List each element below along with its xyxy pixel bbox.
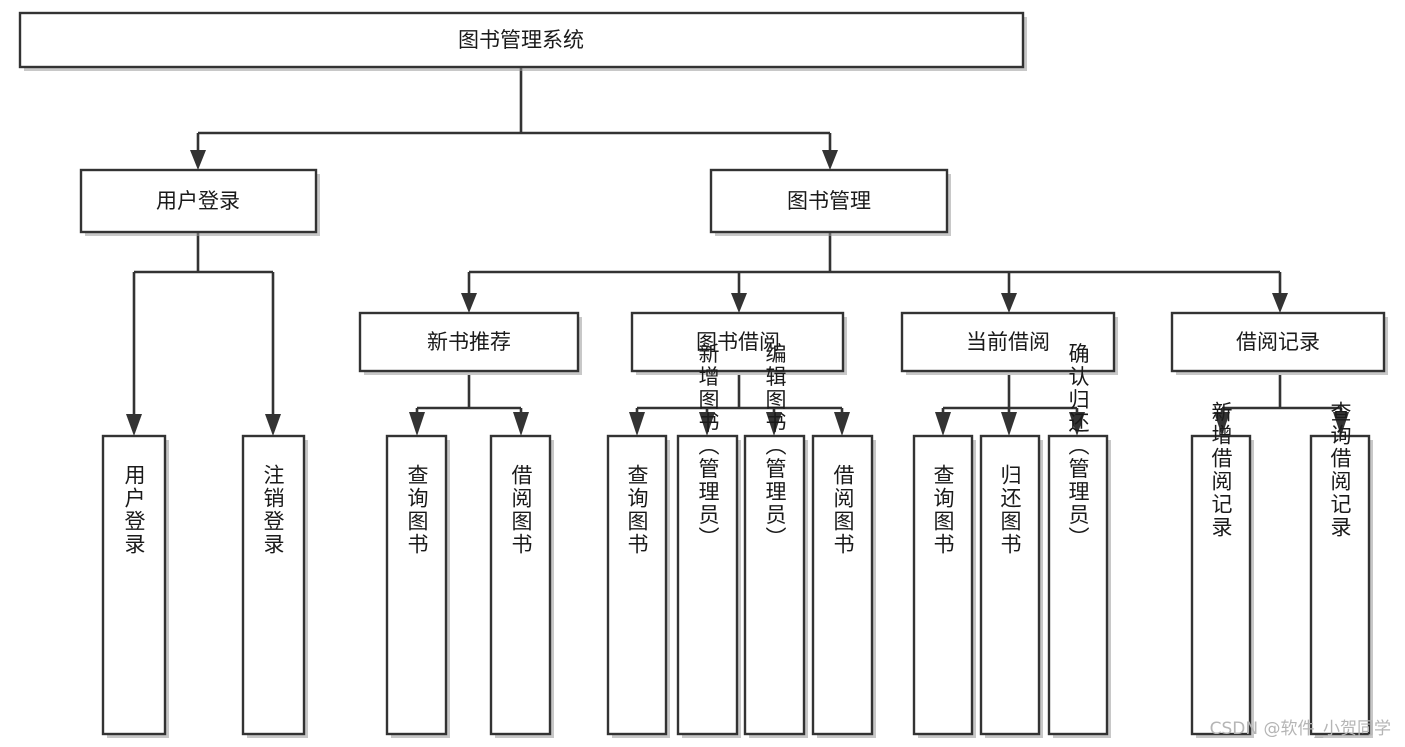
edges-layer: [126, 67, 1349, 436]
arrow-leaf-add-record: [1214, 412, 1230, 436]
arrow-book-borrow: [731, 293, 747, 313]
leaf-query-record-box: [1309, 434, 1371, 736]
leaf-query-book-1-label: 查询图书: [405, 464, 429, 556]
arrow-leaf-query-book-2: [629, 412, 645, 436]
leaf-user-login-box: [101, 434, 167, 736]
leaf-borrow-book-1-label: 借阅图书: [509, 464, 533, 556]
csdn-watermark: CSDN @软件_小贺同学: [1209, 719, 1391, 739]
leaf-return-book-box: [979, 434, 1041, 736]
arrow-leaf-edit-book: [766, 412, 782, 436]
leaf-query-book-1-box: [385, 434, 448, 736]
leaf-borrow-book-2-label: 借阅图书: [831, 464, 855, 556]
book-manage-box: [709, 168, 949, 234]
leaf-return-book-label: 归还图书: [998, 464, 1022, 556]
node-leaf-query-book-1[interactable]: 查询图书: [385, 434, 450, 738]
book-borrow-box: [630, 311, 845, 373]
current-borrow-box: [900, 311, 1116, 373]
node-leaf-borrow-book-1[interactable]: 借阅图书: [489, 434, 554, 738]
arrow-leaf-query-book-1: [409, 412, 425, 436]
arrow-leaf-borrow-book-2: [834, 412, 850, 436]
leaf-query-book-3-box: [912, 434, 974, 736]
current-borrow-label: 当前借阅: [966, 330, 1050, 354]
node-user-login[interactable]: 用户登录: [79, 168, 320, 236]
node-leaf-add-record[interactable]: 新增借阅记录: [1190, 401, 1254, 738]
leaf-query-record-label: 查询借阅记录: [1328, 401, 1352, 539]
node-book-borrow[interactable]: 图书借阅: [630, 311, 847, 375]
borrow-record-box: [1170, 311, 1386, 373]
arrow-leaf-confirm-return: [1069, 412, 1085, 436]
arrow-borrow-record: [1272, 293, 1288, 313]
node-leaf-confirm-return[interactable]: 确认归还（管理员）: [1047, 343, 1111, 739]
leaf-query-book-3-label: 查询图书: [931, 464, 955, 556]
leaf-add-record-box: [1190, 434, 1252, 736]
arrow-book-manage: [822, 150, 838, 170]
arrow-new-book-recommend: [461, 293, 477, 313]
leaf-add-book-box: [676, 434, 739, 736]
node-leaf-user-login[interactable]: 用户登录: [101, 434, 169, 738]
new-book-recommend-box: [358, 311, 580, 373]
node-leaf-borrow-book-2[interactable]: 借阅图书: [811, 434, 876, 738]
leaf-confirm-return-label: 确认归还（管理员）: [1066, 343, 1090, 550]
leaf-edit-book-box: [743, 434, 806, 736]
node-leaf-query-book-3[interactable]: 查询图书: [912, 434, 976, 738]
node-root[interactable]: 图书管理系统: [18, 11, 1027, 71]
user-login-box: [79, 168, 318, 234]
node-current-borrow[interactable]: 当前借阅: [900, 311, 1118, 375]
arrow-leaf-return-book: [1001, 412, 1017, 436]
book-borrow-label: 图书借阅: [696, 330, 780, 354]
leaf-borrow-book-1-box: [489, 434, 552, 736]
borrow-record-label: 借阅记录: [1236, 330, 1320, 354]
node-leaf-query-book-2[interactable]: 查询图书: [606, 434, 670, 738]
node-leaf-return-book[interactable]: 归还图书: [979, 434, 1043, 738]
leaf-edit-book-label: 编辑图书（管理员）: [763, 343, 787, 550]
node-book-manage[interactable]: 图书管理: [709, 168, 951, 236]
book-manage-label: 图书管理: [787, 189, 871, 213]
leaf-add-book-label: 新增图书（管理员）: [696, 343, 720, 550]
leaf-query-book-2-label: 查询图书: [625, 464, 649, 556]
node-leaf-user-logout[interactable]: 注销登录: [241, 434, 308, 738]
node-new-book-recommend[interactable]: 新书推荐: [358, 311, 582, 375]
node-leaf-edit-book[interactable]: 编辑图书（管理员）: [743, 343, 808, 739]
arrow-leaf-query-book-3: [935, 412, 951, 436]
leaf-user-logout-label: 注销登录: [261, 464, 285, 556]
new-book-recommend-label: 新书推荐: [427, 330, 511, 354]
arrow-leaf-user-logout: [265, 414, 281, 436]
arrow-user-login: [190, 150, 206, 170]
nodes-layer: 图书管理系统 用户登录 图书管理 新书推荐: [18, 11, 1388, 739]
leaf-user-login-label: 用户登录: [122, 464, 146, 556]
leaf-query-book-2-box: [606, 434, 668, 736]
arrow-leaf-user-login: [126, 414, 142, 436]
root-box: [18, 11, 1025, 69]
node-leaf-add-book[interactable]: 新增图书（管理员）: [676, 343, 741, 739]
root-label: 图书管理系统: [458, 28, 584, 52]
node-borrow-record[interactable]: 借阅记录: [1170, 311, 1388, 375]
arrow-leaf-borrow-book-1: [513, 412, 529, 436]
user-login-label: 用户登录: [156, 189, 240, 213]
leaf-add-record-label: 新增借阅记录: [1209, 401, 1233, 539]
leaf-confirm-return-box: [1047, 434, 1109, 736]
arrow-leaf-query-record: [1333, 412, 1349, 436]
node-leaf-query-record[interactable]: 查询借阅记录: [1309, 401, 1373, 738]
arrow-current-borrow: [1001, 293, 1017, 313]
leaf-user-logout-box: [241, 434, 306, 736]
leaf-borrow-book-2-box: [811, 434, 874, 736]
arrow-leaf-add-book: [699, 412, 715, 436]
